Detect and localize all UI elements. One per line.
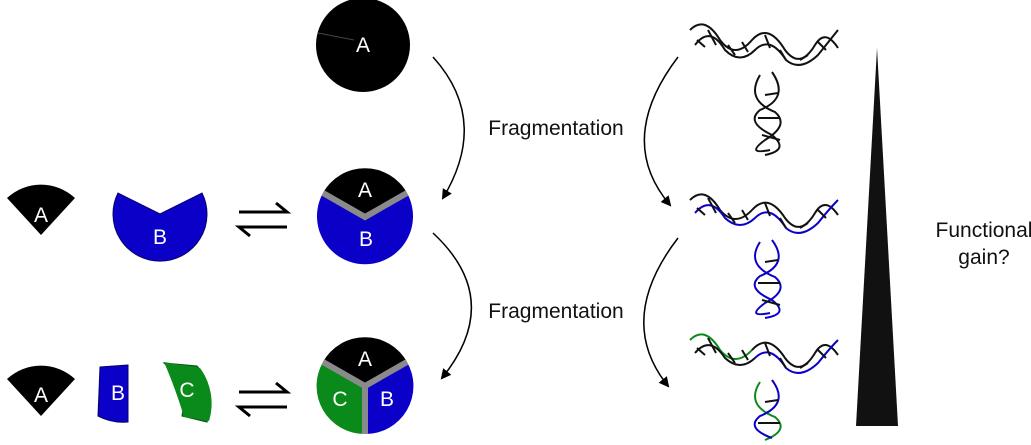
label-b-abc: B <box>380 388 394 411</box>
disc-abc-assembled: A C B <box>316 337 414 435</box>
fragment-b-bottom: B <box>97 364 129 423</box>
rna-helix-icon <box>689 333 839 441</box>
label-a-top: A <box>356 34 370 57</box>
rna-helix-icon <box>689 193 839 319</box>
label-c-bottom-fragment: C <box>179 379 194 402</box>
arrow-fragmentation-1-left <box>432 56 465 200</box>
fragment-b-middle: B <box>112 192 208 262</box>
fragment-c-bottom: C <box>162 362 212 423</box>
equilibrium-icon <box>234 201 292 238</box>
arrow-fragmentation-1-right <box>643 56 679 207</box>
gain-triangle-icon <box>856 48 898 426</box>
fragmentation-label-2: Fragmentation <box>488 300 623 323</box>
label-c-abc: C <box>332 388 347 411</box>
label-b-bottom-fragment: B <box>111 382 125 405</box>
rna-helix-icon <box>689 23 839 156</box>
fragment-a-middle: A <box>7 184 75 235</box>
functional-gain-label-line1: Functional <box>936 219 1031 242</box>
arrow-fragmentation-2-right <box>643 237 679 388</box>
fragment-a-bottom: A <box>7 365 75 416</box>
label-b-assembled: B <box>359 228 373 251</box>
label-a-assembled: A <box>358 179 372 202</box>
label-a-bottom-fragment: A <box>34 384 48 407</box>
functional-gain-label-line2: gain? <box>958 246 1009 269</box>
label-b-middle-fragment: B <box>153 226 167 249</box>
disc-a-whole: A <box>316 0 410 92</box>
arrow-fragmentation-2-left <box>432 232 472 380</box>
equilibrium-icon <box>234 381 292 418</box>
label-a-abc: A <box>358 348 372 371</box>
fragmentation-label-1: Fragmentation <box>488 117 623 140</box>
label-a-middle-fragment: A <box>34 204 48 227</box>
disc-ab-assembled: A B <box>317 168 413 265</box>
